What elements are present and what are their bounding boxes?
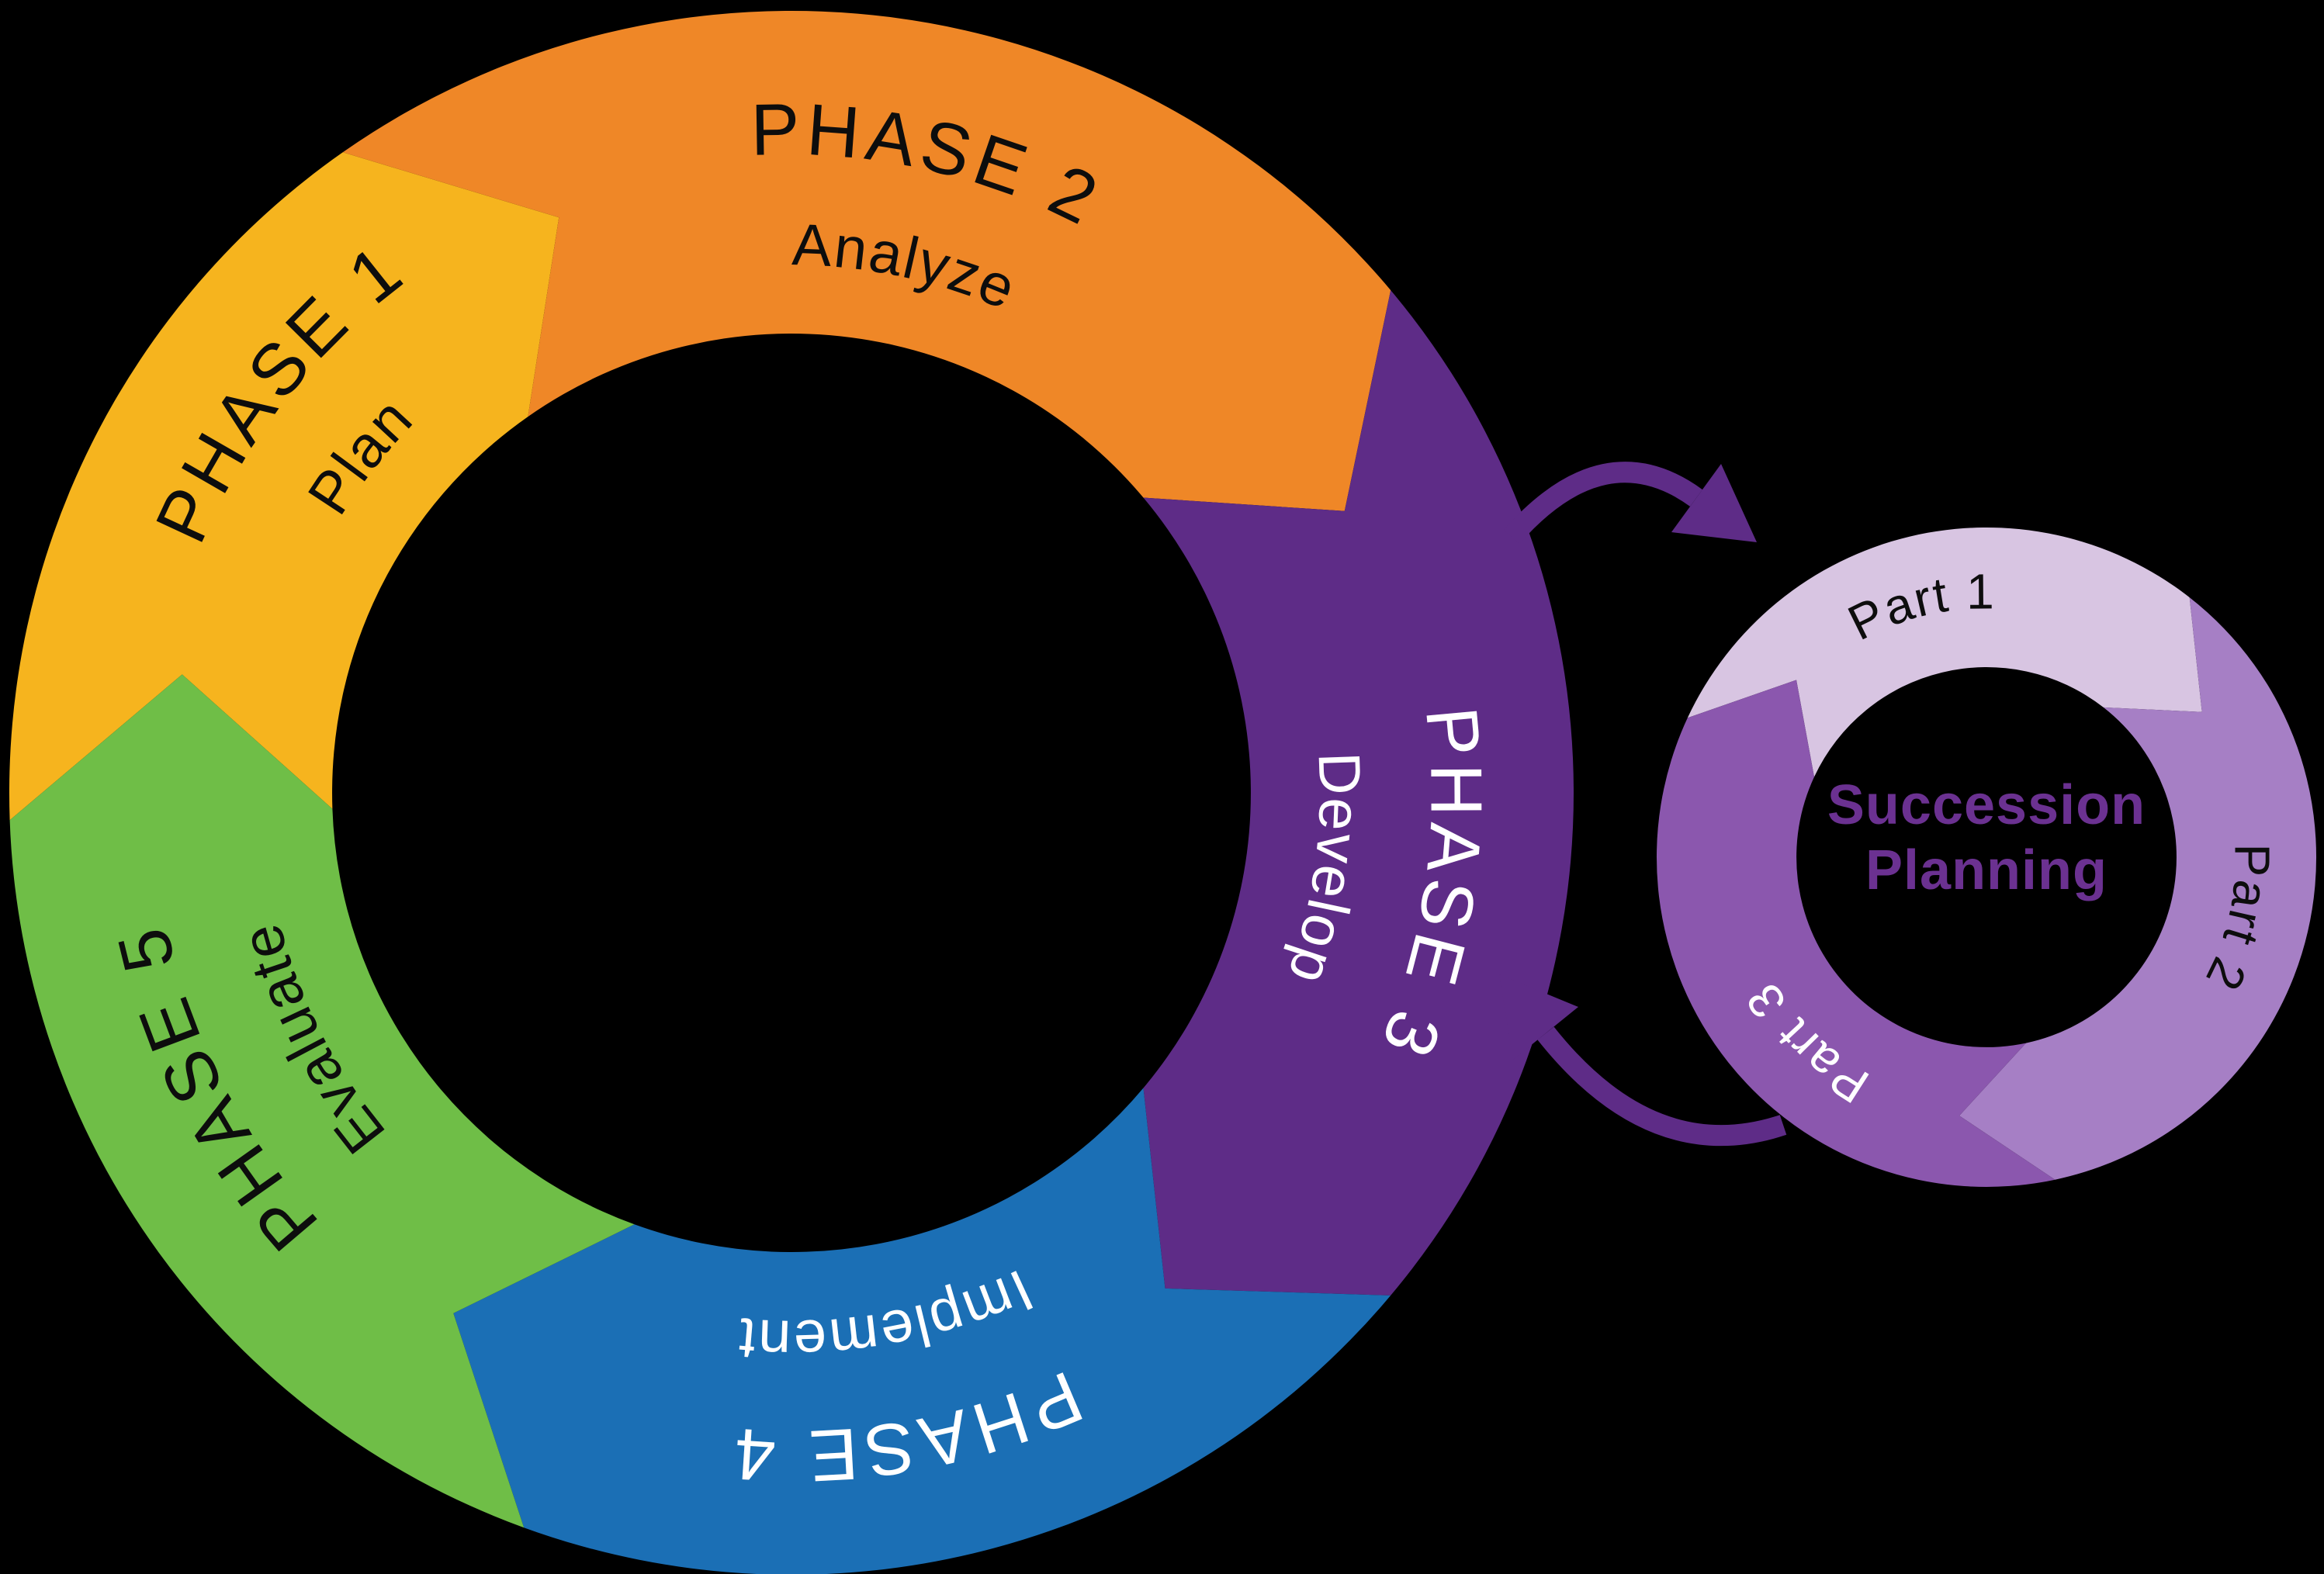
phase-2-segment bbox=[342, 10, 1391, 511]
return-arrowhead-icon bbox=[1499, 974, 1578, 1060]
phase-4-segment bbox=[453, 1088, 1391, 1574]
forward-arrowhead-icon bbox=[1671, 464, 1757, 542]
part-3-segment bbox=[1656, 680, 2056, 1187]
phase-3-segment bbox=[1143, 290, 1574, 1296]
part-2-segment bbox=[1959, 597, 2317, 1180]
phase-1-segment bbox=[9, 152, 559, 821]
subcycle-center-title-line1: Succession bbox=[1827, 774, 2146, 836]
phase-5-segment bbox=[9, 674, 635, 1528]
return-arrow-icon bbox=[1537, 1026, 1787, 1147]
connector-arrows-group bbox=[1499, 462, 1787, 1147]
subcycle-center-title-line2: Planning bbox=[1865, 839, 2108, 901]
forward-arrow-icon bbox=[1503, 462, 1702, 544]
part-1-segment bbox=[1687, 527, 2202, 777]
